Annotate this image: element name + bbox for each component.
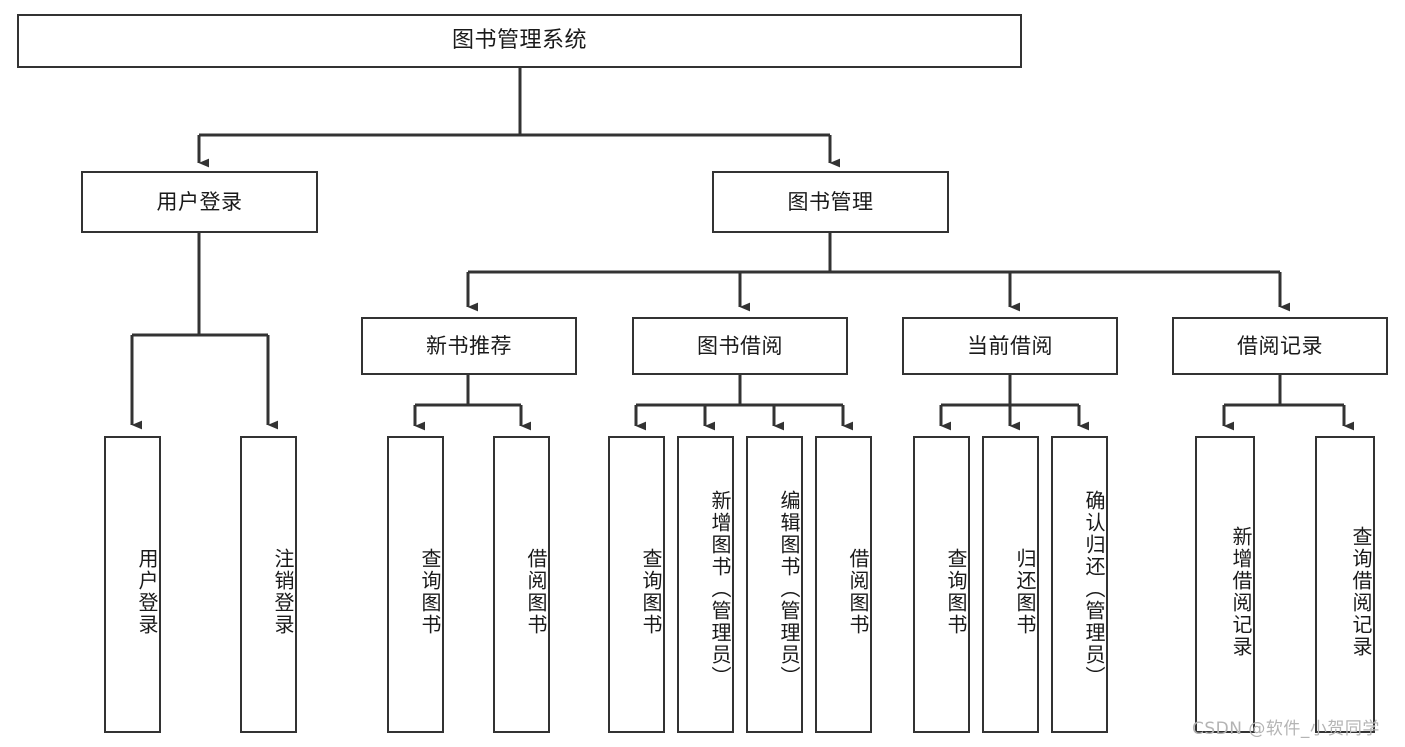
node-leaf-query-borrow-record[interactable]: 查询借阅记录 [1315, 436, 1375, 733]
node-user-login[interactable]: 用户登录 [81, 171, 318, 233]
node-label: 借阅图书 [846, 547, 870, 636]
node-root-book-management-system[interactable]: 图书管理系统 [17, 14, 1022, 68]
node-current-borrow[interactable]: 当前借阅 [902, 317, 1118, 375]
node-leaf-query-book-current[interactable]: 查询图书 [913, 436, 970, 733]
node-label: 图书管理 [787, 189, 874, 214]
node-leaf-borrow-book[interactable]: 借阅图书 [815, 436, 872, 733]
node-label: 新增借阅记录 [1229, 525, 1253, 658]
node-label: 图书管理系统 [451, 28, 587, 54]
node-leaf-logout[interactable]: 注销登录 [240, 436, 297, 733]
node-label: 用户登录 [156, 189, 243, 214]
node-new-book-recommend[interactable]: 新书推荐 [361, 317, 577, 375]
node-leaf-query-book-borrow[interactable]: 查询图书 [608, 436, 665, 733]
node-label: 查询图书 [639, 547, 663, 636]
node-leaf-return-book[interactable]: 归还图书 [982, 436, 1039, 733]
node-label: 新增图书（管理员） [708, 489, 732, 688]
node-leaf-add-book-admin[interactable]: 新增图书（管理员） [677, 436, 734, 733]
node-label: 当前借阅 [967, 333, 1053, 358]
node-leaf-edit-book-admin[interactable]: 编辑图书（管理员） [746, 436, 803, 733]
node-borrow-record[interactable]: 借阅记录 [1172, 317, 1388, 375]
node-label: 借阅图书 [524, 547, 548, 636]
node-label: 确认归还（管理员） [1082, 489, 1106, 688]
node-label: 归还图书 [1013, 547, 1037, 636]
node-label: 图书借阅 [697, 333, 783, 358]
node-label: 新书推荐 [426, 333, 512, 358]
node-leaf-confirm-return-admin[interactable]: 确认归还（管理员） [1051, 436, 1108, 733]
node-leaf-borrow-book-recommend[interactable]: 借阅图书 [493, 436, 550, 733]
node-label: 编辑图书（管理员） [777, 489, 801, 688]
node-label: 注销登录 [271, 547, 295, 636]
node-label: 借阅记录 [1237, 333, 1323, 358]
node-book-borrow[interactable]: 图书借阅 [632, 317, 848, 375]
node-book-management[interactable]: 图书管理 [712, 171, 949, 233]
node-leaf-add-borrow-record[interactable]: 新增借阅记录 [1195, 436, 1255, 733]
node-leaf-query-book-recommend[interactable]: 查询图书 [387, 436, 444, 733]
node-label: 查询图书 [944, 547, 968, 636]
node-label: 查询图书 [418, 547, 442, 636]
node-label: 用户登录 [135, 547, 159, 636]
node-label: 查询借阅记录 [1349, 525, 1373, 658]
node-leaf-user-login[interactable]: 用户登录 [104, 436, 161, 733]
